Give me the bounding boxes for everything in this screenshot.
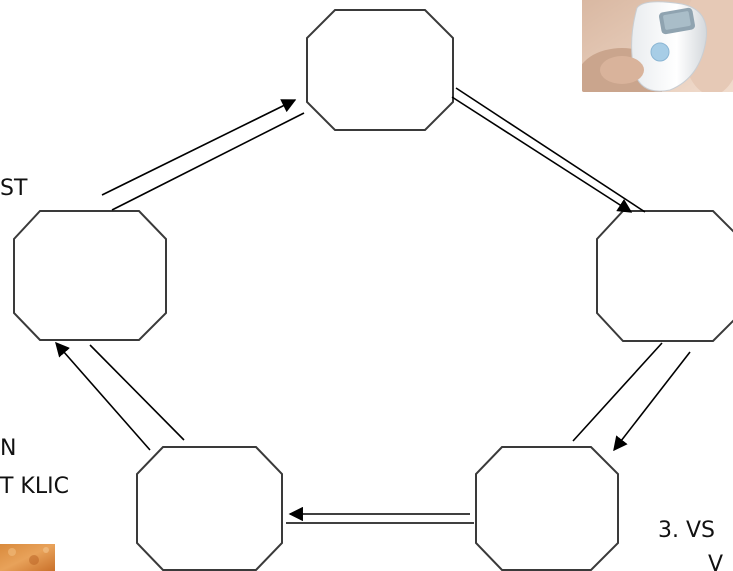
connector-top-right-line: [456, 88, 645, 212]
connector-right-bottom-line: [573, 343, 662, 441]
connector-left-bottom-line: [90, 345, 184, 440]
node-bottom-right-octagon: [476, 447, 618, 570]
node-bottom-left-octagon: [137, 447, 282, 570]
connector-top-right-arrow: [452, 97, 631, 212]
label-top-left: ST: [0, 176, 27, 201]
orange-texture-photo: [0, 544, 55, 571]
label-bottom-left-line1: N: [0, 436, 16, 461]
node-top-octagon: [307, 10, 453, 130]
thermometer-photo: [582, 0, 733, 92]
connector-left-top-arrow: [102, 100, 295, 195]
node-left-octagon: [14, 211, 166, 340]
label-bottom-right-line2: V: [708, 552, 723, 571]
label-bottom-left-line2: T KLIC: [0, 474, 69, 499]
node-right-octagon: [597, 211, 733, 341]
connector-left-top-line: [112, 113, 304, 210]
connector-right-bottom-arrow: [614, 352, 690, 450]
label-bottom-right-line1: 3. VS: [658, 518, 715, 543]
